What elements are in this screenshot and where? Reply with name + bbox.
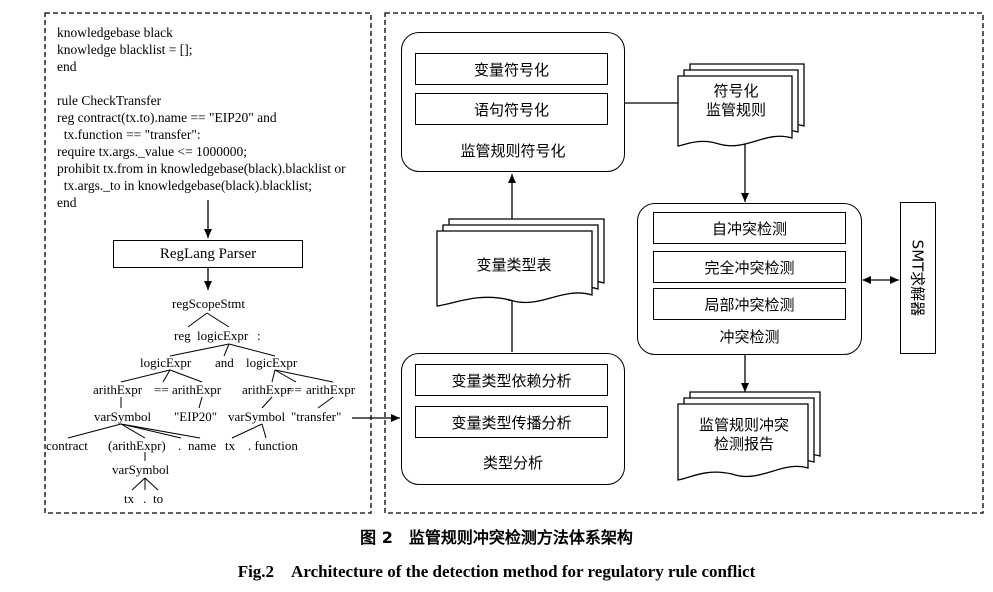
tree-node-varsymbol-3: varSymbol xyxy=(112,462,170,477)
report-doc-line-1: 监管规则冲突 xyxy=(698,416,789,434)
report-doc-line-2: 检测报告 xyxy=(713,435,774,453)
var-type-table-label: 变量类型表 xyxy=(476,256,552,274)
tree-node-arithexpr-2: arithExpr xyxy=(172,382,222,397)
type-analysis-title: 类型分析 xyxy=(482,454,543,472)
regulation-code-line-2: knowledge blacklist = []; xyxy=(57,42,193,57)
right-dashed-frame xyxy=(384,12,984,514)
tree-node-colon: : xyxy=(257,328,261,343)
tree-node-tx-1: tx xyxy=(225,438,236,453)
regulation-code-line-7: tx.function == "transfer": xyxy=(57,127,201,142)
tree-node-and: and xyxy=(215,355,234,370)
symbol-rules-doc-line-1: 符号化 xyxy=(713,82,759,100)
regulation-code-line-9: prohibit tx.from in knowledgebase(black)… xyxy=(57,161,346,176)
tree-node-eq-1: == xyxy=(154,382,169,397)
tree-node-regscopestmt: regScopeStmt xyxy=(172,296,245,311)
tree-node-eq-2: == xyxy=(287,382,302,397)
var-type-table-shape xyxy=(436,218,605,307)
tree-node-arithexpr-4: arithExpr xyxy=(306,382,356,397)
tree-node-name: name xyxy=(188,438,217,453)
conflict-detection-title: 冲突检测 xyxy=(719,328,780,346)
regulation-code-line-10: tx.args._to in knowledgebase(black).blac… xyxy=(57,178,313,193)
tree-node-logicexpr-right: logicExpr xyxy=(246,355,298,370)
tree-node-tx-2: tx xyxy=(124,491,135,506)
full-conflict-detection-box: 完全冲突检测 xyxy=(653,251,846,283)
statement-symbolization-box: 语句符号化 xyxy=(415,93,608,125)
smt-solver-label: SMT求解器 xyxy=(908,239,927,317)
tree-node-varsymbol-2: varSymbol xyxy=(228,409,286,424)
tree-node-logicexpr-left: logicExpr xyxy=(140,355,192,370)
regulation-code-line-6: reg contract(tx.to).name == "EIP20" and xyxy=(57,110,277,125)
regulation-code-line-3: end xyxy=(57,59,77,74)
tree-node-arithexpr-1: arithExpr xyxy=(93,382,143,397)
figure-caption-chinese: 图 2 监管规则冲突检测方法体系架构 xyxy=(360,528,633,547)
regulation-code-line-5: rule CheckTransfer xyxy=(57,93,162,108)
variable-symbolization-box: 变量符号化 xyxy=(415,53,608,85)
smt-solver-box: SMT求解器 xyxy=(900,202,936,354)
symbol-rules-doc-line-2: 监管规则 xyxy=(705,101,766,119)
tree-node-dot-2: . xyxy=(143,491,147,506)
symbolization-title: 监管规则符号化 xyxy=(460,142,566,160)
self-conflict-detection-box: 自冲突检测 xyxy=(653,212,846,244)
regulation-code-line-8: require tx.args._value <= 1000000; xyxy=(57,144,248,159)
tree-node-dot-function: . function xyxy=(248,438,298,453)
symbol-rules-doc-shape xyxy=(677,63,805,147)
tree-node-transfer: "transfer" xyxy=(291,409,342,424)
regulation-code-line-11: end xyxy=(57,195,77,210)
tree-node-contract: contract xyxy=(46,438,88,453)
figure-caption-english: Fig.2 Architecture of the detection meth… xyxy=(237,562,756,581)
tree-node-dot-1: . xyxy=(178,438,182,453)
partial-conflict-detection-box: 局部冲突检测 xyxy=(653,288,846,320)
report-doc-shape xyxy=(677,391,821,481)
tree-node-to: to xyxy=(153,491,164,506)
tree-node-paren-arithexpr: (arithExpr) xyxy=(108,438,166,453)
regulation-code-line-1: knowledgebase black xyxy=(57,25,173,40)
type-dependency-analysis-box: 变量类型依赖分析 xyxy=(415,364,608,396)
tree-node-logicexpr-top: logicExpr xyxy=(197,328,249,343)
tree-node-eip20: "EIP20" xyxy=(174,409,218,424)
reglang-parser-box: RegLang Parser xyxy=(113,240,303,268)
type-propagation-analysis-box: 变量类型传播分析 xyxy=(415,406,608,438)
tree-node-varsymbol-1: varSymbol xyxy=(94,409,152,424)
tree-node-arithexpr-3: arithExpr xyxy=(242,382,292,397)
tree-node-reg: reg xyxy=(174,328,191,343)
left-dashed-frame xyxy=(44,12,372,514)
parse-tree-edges xyxy=(67,312,334,491)
